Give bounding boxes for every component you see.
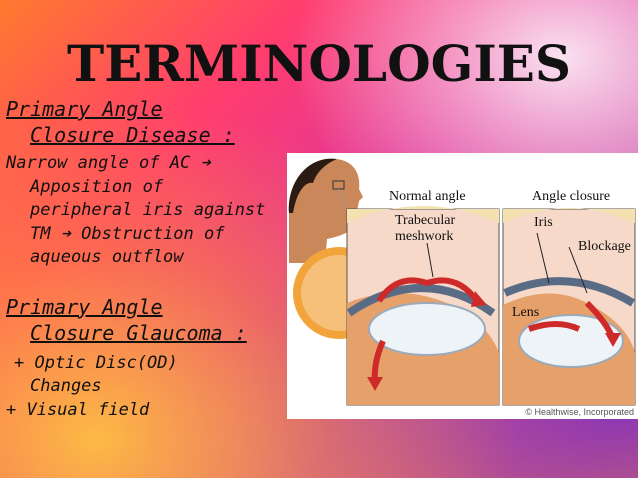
normal-angle-panel: [346, 206, 500, 406]
slide-body: Primary Angle Closure Disease : Narrow a…: [6, 96, 286, 422]
figure-credit: © Healthwise, Incorporated: [525, 407, 634, 417]
zoom-box-small: [332, 180, 345, 190]
label-iris: Iris: [534, 215, 553, 230]
section2-heading-line1: Primary Angle: [6, 294, 163, 319]
section2-line-1: + Optic Disc(OD): [14, 352, 178, 373]
section1-line-2: Apposition of: [30, 176, 164, 197]
eye-angle-figure: Normal angle Angle closure Trabecular me…: [287, 153, 638, 419]
label-lens: Lens: [512, 305, 540, 320]
section1-line-3: peripheral iris against: [30, 200, 266, 220]
hair-illustration: [288, 158, 337, 213]
section1-line-4: TM ➔ Obstruction of: [30, 223, 225, 244]
section2-line-2: Changes: [30, 376, 102, 396]
label-normal-angle: Normal angle: [389, 189, 466, 204]
label-angle-closure: Angle closure: [532, 189, 611, 204]
section1-line-1: Narrow angle of AC ➔: [6, 153, 211, 173]
label-blockage: Blockage: [578, 239, 631, 254]
section2-heading-line2: Closure Glaucoma :: [30, 320, 247, 345]
section2-line-3: + Visual field: [6, 399, 150, 420]
section1-heading-line1: Primary Angle: [6, 97, 163, 121]
label-trabecular-meshwork: Trabecular meshwork: [395, 213, 456, 244]
eye-diagram: [288, 158, 636, 406]
slide-title: TERMINOLOGIES: [67, 34, 571, 93]
section1-line-5: aqueous outflow: [30, 247, 184, 267]
section1-heading-line2: Closure Disease :: [30, 123, 235, 147]
angle-closure-panel: [502, 208, 636, 406]
